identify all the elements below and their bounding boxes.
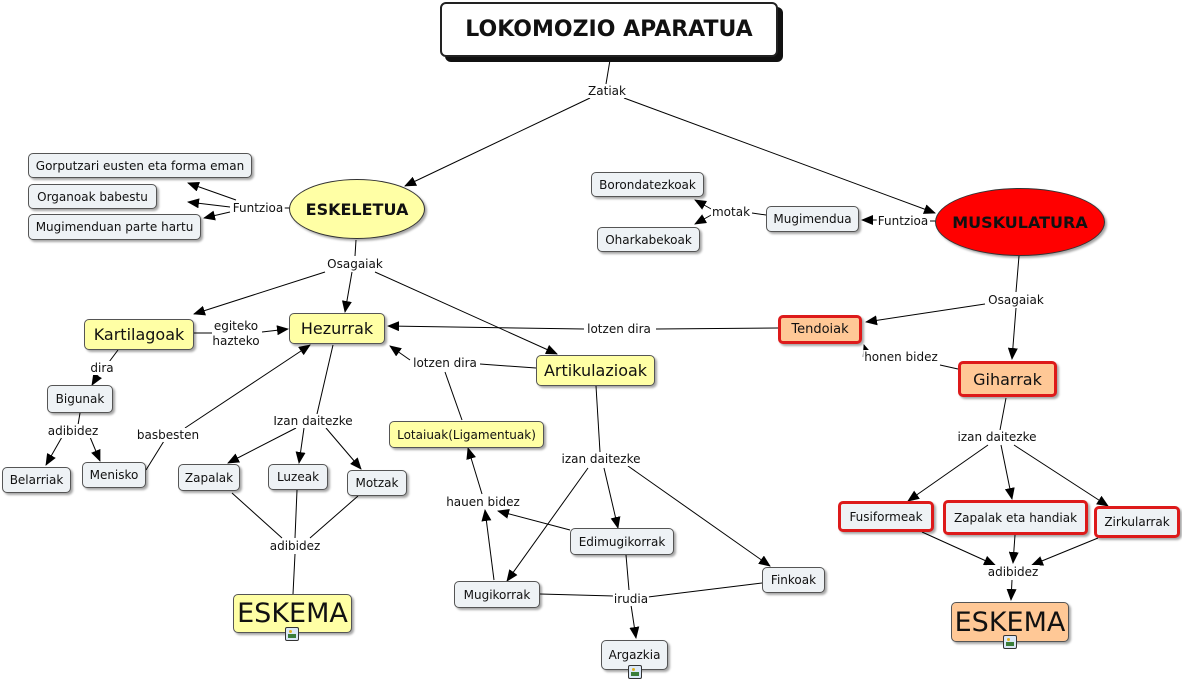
link-egiteko: egiteko: [212, 319, 260, 333]
concept-gorputzari[interactable]: Gorputzari eusten eta forma eman: [28, 153, 252, 178]
link-motak: motak: [710, 205, 752, 219]
concept-edimugikorrak[interactable]: Edimugikorrak: [570, 528, 674, 555]
concept-borondatezkoak[interactable]: Borondatezkoak: [591, 172, 704, 197]
link-dira: dira: [89, 361, 115, 375]
link-hazteko: hazteko: [211, 334, 261, 348]
concept-luzeak[interactable]: Luzeak: [268, 464, 328, 490]
concept-oharkabekoak[interactable]: Oharkabekoak: [597, 227, 700, 252]
link-izan-giharrak: izan daitezke: [956, 430, 1038, 444]
concept-organoak[interactable]: Organoak babestu: [28, 184, 157, 209]
link-funtzioa-eskeletua: Funtzioa: [231, 201, 285, 215]
image-icon[interactable]: [628, 665, 642, 679]
image-icon[interactable]: [1003, 635, 1017, 649]
link-irudia: irudia: [612, 592, 650, 606]
concept-kartilagoak[interactable]: Kartilagoak: [84, 319, 194, 350]
image-icon[interactable]: [285, 627, 299, 641]
concept-fusiformeak[interactable]: Fusiformeak: [838, 501, 934, 532]
link-funtzioa-muskulatura: Funtzioa: [876, 214, 930, 228]
concept-mugimendua[interactable]: Mugimendua: [766, 206, 859, 232]
concept-giharrak[interactable]: Giharrak: [958, 361, 1057, 397]
link-osagaiak-muskulatura: Osagaiak: [987, 293, 1045, 307]
link-basbesten: basbesten: [135, 428, 201, 442]
link-lotzen-artikulazioak: lotzen dira: [412, 356, 478, 370]
concept-tendoiak[interactable]: Tendoiak: [778, 315, 862, 344]
concept-bigunak[interactable]: Bigunak: [47, 385, 113, 413]
concept-menisko[interactable]: Menisko: [82, 462, 146, 488]
link-izan-artikulazioak: izan daitezke: [560, 452, 642, 466]
link-adibidez-hezurrak: adibidez: [268, 539, 322, 553]
concept-artikulazioak[interactable]: Artikulazioak: [536, 355, 655, 386]
link-adibidez-bigunak: adibidez: [46, 424, 100, 438]
link-hauen-bidez: hauen bidez: [445, 495, 521, 509]
link-lotzen-tendoiak: lotzen dira: [586, 322, 652, 336]
concept-motzak[interactable]: Motzak: [347, 470, 407, 496]
link-zatiak: Zatiak: [587, 84, 627, 98]
concept-finkoak[interactable]: Finkoak: [762, 567, 825, 593]
concept-lotaiuak[interactable]: Lotaiuak(Ligamentuak): [389, 421, 544, 448]
concept-mugikorrak[interactable]: Mugikorrak: [454, 581, 540, 608]
concept-hezurrak[interactable]: Hezurrak: [289, 313, 385, 344]
link-adibidez-giharrak: adibidez: [986, 565, 1040, 579]
concept-zirkularrak[interactable]: Zirkularrak: [1094, 506, 1180, 538]
title-lokomozio[interactable]: LOKOMOZIO APARATUA: [440, 2, 778, 57]
concept-mugimenduan[interactable]: Mugimenduan parte hartu: [28, 214, 201, 240]
concept-zapalak[interactable]: Zapalak: [178, 464, 240, 491]
concept-belarriak[interactable]: Belarriak: [2, 467, 71, 493]
concept-zapalak-handiak[interactable]: Zapalak eta handiak: [943, 500, 1088, 535]
link-osagaiak-eskeletua: Osagaiak: [326, 257, 384, 271]
link-izan-hezurrak: Izan daitezke: [272, 414, 354, 428]
link-honen-bidez: honen bidez: [863, 350, 939, 364]
concept-muskulatura[interactable]: MUSKULATURA: [935, 188, 1105, 256]
concept-eskema-1[interactable]: ESKEMA: [233, 594, 352, 633]
concept-eskeletua[interactable]: ESKELETUA: [289, 179, 425, 239]
